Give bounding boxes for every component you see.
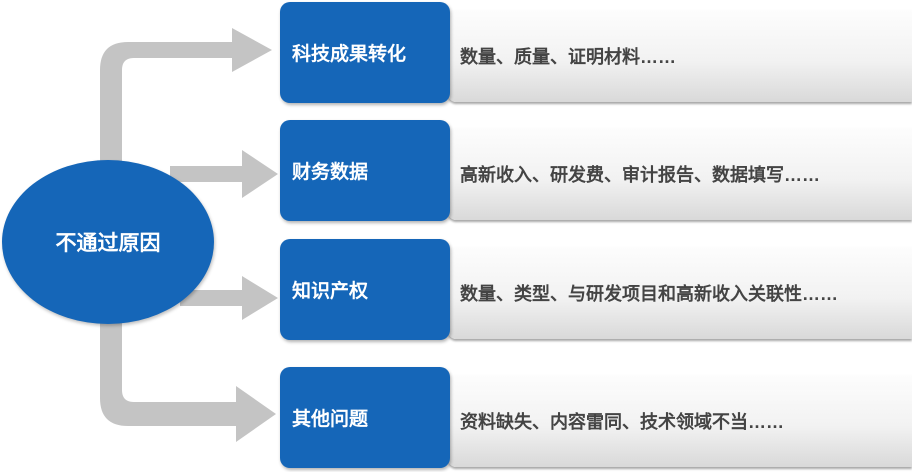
category-label: 科技成果转化	[292, 44, 407, 65]
detail-text: 资料缺失、内容雷同、技术领域不当……	[460, 412, 784, 432]
center-node: 不通过原因	[2, 160, 214, 324]
detail-text: 高新收入、研发费、审计报告、数据填写……	[460, 165, 820, 185]
category-label: 知识产权	[292, 281, 369, 302]
detail-box: 数量、质量、证明材料……	[448, 10, 912, 102]
reason-row: 知识产权 数量、类型、与研发项目和高新收入关联性……	[280, 239, 912, 340]
category-box: 其他问题	[280, 367, 450, 468]
category-label: 财务数据	[292, 162, 369, 183]
detail-box: 数量、类型、与研发项目和高新收入关联性……	[448, 247, 912, 339]
center-label: 不通过原因	[55, 232, 161, 255]
category-box: 知识产权	[280, 239, 450, 340]
category-box: 科技成果转化	[280, 2, 450, 103]
category-box: 财务数据	[280, 120, 450, 221]
reason-row: 财务数据 高新收入、研发费、审计报告、数据填写……	[280, 120, 912, 221]
reason-row: 其他问题 资料缺失、内容雷同、技术领域不当……	[280, 367, 912, 468]
category-label: 其他问题	[292, 409, 369, 430]
arrow-to-item-1	[100, 28, 272, 170]
arrow-to-item-2	[170, 150, 278, 198]
detail-box: 高新收入、研发费、审计报告、数据填写……	[448, 128, 912, 220]
arrow-to-item-3	[180, 276, 278, 320]
detail-text: 数量、质量、证明材料……	[460, 47, 676, 67]
detail-text: 数量、类型、与研发项目和高新收入关联性……	[460, 284, 838, 304]
arrow-to-item-4	[100, 310, 276, 442]
reason-row: 科技成果转化 数量、质量、证明材料……	[280, 2, 912, 103]
detail-box: 资料缺失、内容雷同、技术领域不当……	[448, 375, 912, 467]
